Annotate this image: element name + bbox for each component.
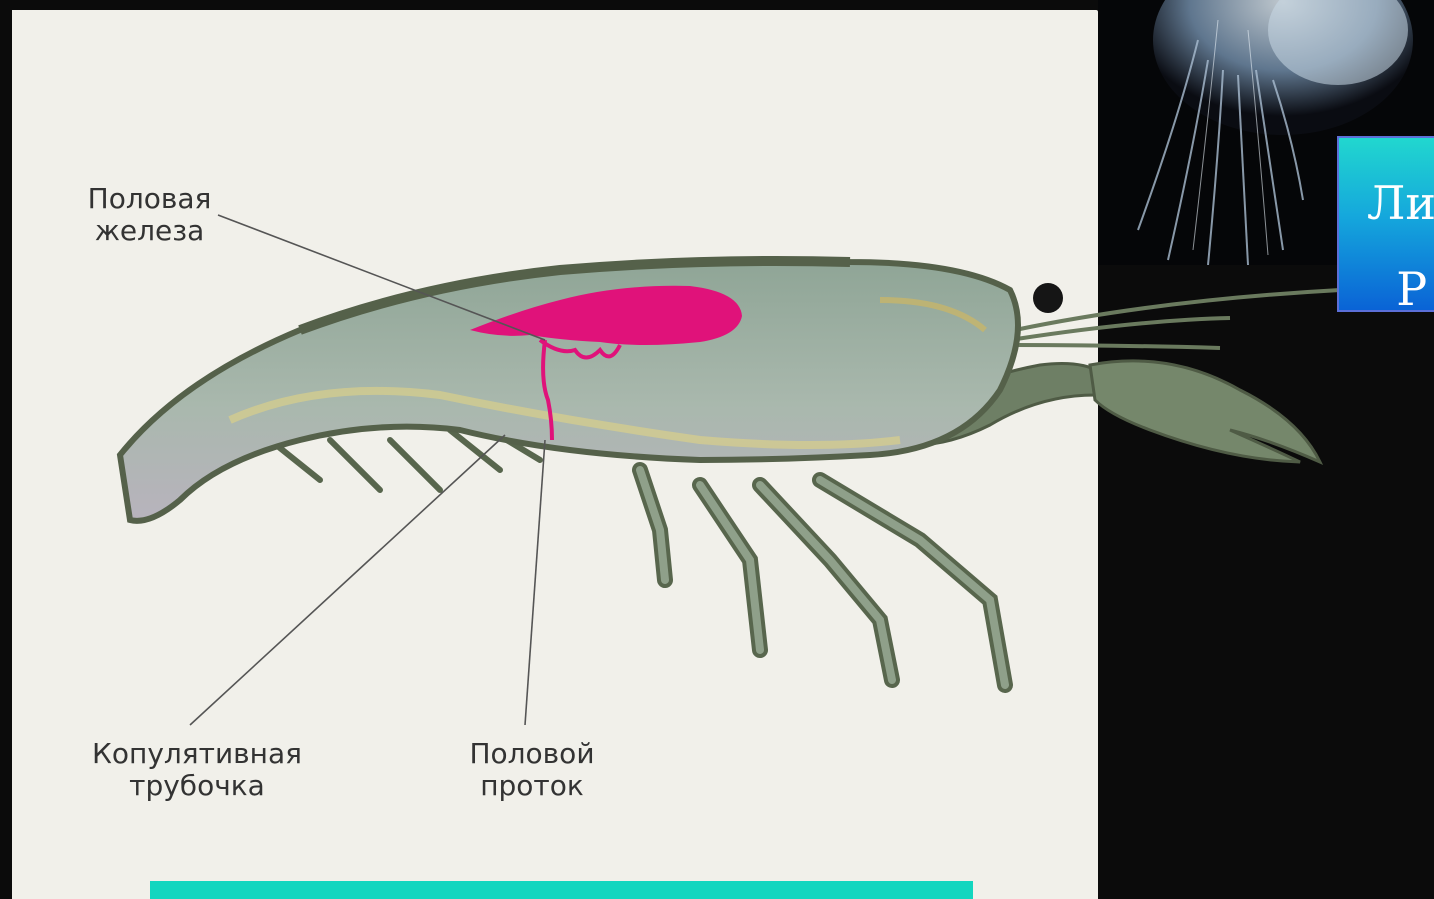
walking-legs: [640, 470, 1005, 685]
label-copulatory-tube: Копулятивная трубочка: [52, 738, 342, 802]
label-gonad: Половая железа: [52, 183, 247, 247]
label-gonad-text: Половая железа: [88, 182, 212, 247]
title-banner-text: Ли Р: [1367, 160, 1434, 312]
label-copulatory-tube-text: Копулятивная трубочка: [92, 737, 302, 802]
diagram-panel: Половая железа Копулятивная трубочка Пол…: [12, 10, 1098, 899]
label-genital-duct-text: Половой проток: [469, 737, 594, 802]
shrimp-eye: [1033, 283, 1063, 313]
title-banner: Ли Р: [1337, 136, 1434, 312]
bottom-accent-bar: [150, 881, 973, 899]
label-genital-duct: Половой проток: [432, 738, 632, 802]
